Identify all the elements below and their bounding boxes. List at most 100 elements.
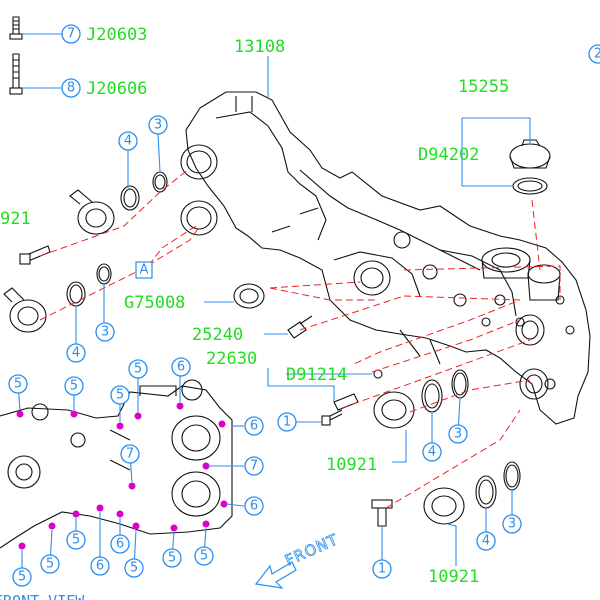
seal-g75008	[233, 283, 265, 309]
svg-text:5: 5	[18, 570, 26, 585]
callout: 5	[12, 567, 32, 587]
svg-text:6: 6	[177, 360, 185, 375]
front-direction-indicator: FRONT	[254, 530, 341, 589]
svg-text:4: 4	[124, 134, 132, 149]
callout: 5	[66, 530, 86, 550]
dot	[96, 504, 104, 512]
o-ring-3d	[503, 461, 521, 491]
front-view-block	[0, 379, 233, 549]
label-j20603: J20603	[86, 25, 147, 45]
label-j20606: J20606	[86, 79, 147, 99]
callout: 5	[194, 546, 214, 566]
solenoid-valve-bottom	[423, 487, 465, 525]
callout: 7	[244, 456, 264, 476]
o-ring-4a	[120, 185, 140, 211]
callout: 4	[66, 343, 86, 363]
dot	[18, 542, 26, 550]
dot	[116, 422, 124, 430]
callout: 5	[8, 374, 28, 394]
dot	[132, 522, 140, 530]
callout: 1	[277, 412, 297, 432]
svg-text:6: 6	[250, 499, 258, 514]
svg-text:4: 4	[72, 346, 80, 361]
label-10921-bottom: 10921	[428, 567, 479, 587]
label-25240: 25240	[192, 325, 243, 345]
dot	[202, 462, 210, 470]
dot	[70, 410, 78, 418]
svg-text:8: 8	[67, 81, 75, 96]
callout: 3	[95, 322, 115, 342]
front-arrow-icon	[254, 561, 297, 589]
svg-text:4: 4	[428, 445, 436, 460]
o-ring-4b	[66, 281, 86, 307]
dot	[16, 410, 24, 418]
callout: 5	[40, 554, 60, 574]
bolt-mid	[321, 409, 343, 426]
svg-text:1: 1	[378, 562, 386, 577]
svg-text:5: 5	[134, 362, 142, 377]
dot	[72, 510, 80, 518]
dot	[128, 482, 136, 490]
bolt-j20606	[9, 53, 23, 95]
callout: 4	[422, 442, 442, 462]
bolt-j20603	[9, 16, 23, 40]
svg-text:5: 5	[168, 551, 176, 566]
svg-text:7: 7	[250, 459, 258, 474]
label-d91214: D91214	[286, 365, 347, 385]
callout: 6	[244, 496, 264, 516]
reference-marker-a: A	[135, 261, 153, 279]
filler-cap-gasket	[512, 177, 548, 195]
callout: 6	[90, 556, 110, 576]
label-10921-mid: 10921	[326, 455, 377, 475]
label-g75008: G75008	[124, 293, 185, 313]
o-ring-3b	[96, 263, 112, 285]
dot	[176, 402, 184, 410]
callout: 2	[588, 44, 600, 64]
svg-text:3: 3	[454, 427, 462, 442]
dot	[134, 412, 142, 420]
callout: 8	[61, 78, 81, 98]
dot	[48, 522, 56, 530]
label-22630: 22630	[206, 349, 257, 369]
callout: 6	[244, 416, 264, 436]
callout: 5	[128, 359, 148, 379]
o-ring-4c	[421, 379, 443, 413]
callout: 3	[148, 115, 168, 135]
svg-text:4: 4	[482, 534, 490, 549]
callout: 7	[61, 24, 81, 44]
svg-text:3: 3	[101, 325, 109, 340]
callout: 1	[372, 559, 392, 579]
callout: 3	[502, 514, 522, 534]
part-labels: J20603 J20606 13108 15255 D94202 921 G75…	[0, 25, 509, 587]
o-ring-3a	[152, 171, 168, 193]
reference-marker-text: A	[140, 263, 149, 278]
front-label: FRONT	[282, 530, 341, 569]
solenoid-valve-left-lower	[3, 287, 47, 333]
svg-text:5: 5	[130, 561, 138, 576]
svg-text:5: 5	[116, 388, 124, 403]
o-ring-3c	[451, 369, 469, 399]
svg-text:7: 7	[67, 27, 75, 42]
dot	[218, 420, 226, 428]
front-view-caption: FRONT VIEW	[0, 592, 85, 600]
callout: 4	[476, 531, 496, 551]
callout: 5	[162, 548, 182, 568]
solenoid-valve-left-upper	[69, 189, 115, 235]
svg-text:7: 7	[126, 447, 134, 462]
sensor-25240	[287, 315, 313, 339]
assembly-lines	[39, 167, 561, 509]
svg-text:5: 5	[46, 557, 54, 572]
svg-text:6: 6	[250, 419, 258, 434]
svg-text:2: 2	[594, 47, 600, 62]
dot	[202, 520, 210, 528]
callout: 5	[110, 385, 130, 405]
o-ring-4d	[475, 475, 497, 509]
dot	[220, 500, 228, 508]
svg-text:3: 3	[154, 118, 162, 133]
dot	[170, 524, 178, 532]
svg-text:6: 6	[96, 559, 104, 574]
bolt-position-dots	[16, 402, 228, 550]
svg-text:3: 3	[508, 517, 516, 532]
